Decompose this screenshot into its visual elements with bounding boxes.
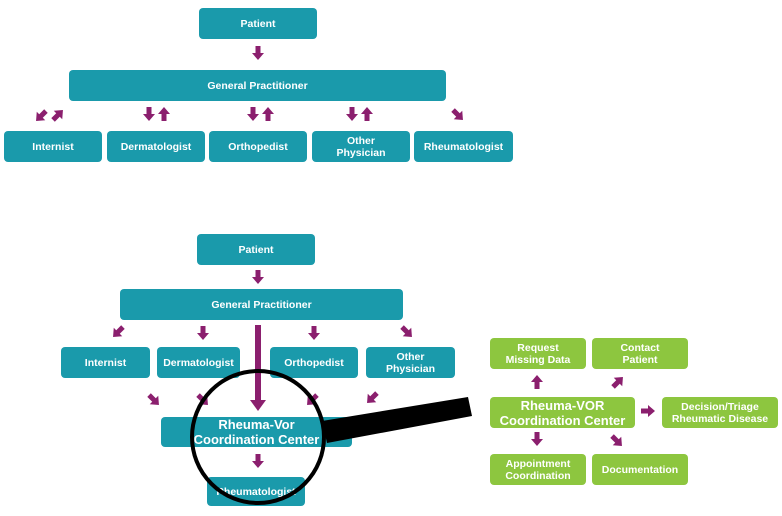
zoom-coordination-center-label: Rheuma-VOR Coordination Center: [499, 397, 626, 428]
zoom-contact-patient-label: Contact Patient: [620, 341, 660, 366]
top-arrow-gp-to-orthopedist: [247, 107, 259, 121]
top-internist-label: Internist: [32, 140, 74, 153]
bottom-rheumatologist-label: Rheumatologist: [216, 485, 296, 498]
zoom-arrow-to-request: [531, 375, 543, 389]
bottom-gp-label: General Practitioner: [211, 298, 312, 311]
top-arrow-other-to-gp: [361, 107, 373, 121]
bottom-arrow-gp-to-dermatologist: [197, 326, 209, 340]
top-arrow-orthopedist-to-gp: [262, 107, 274, 121]
zoom-request-missing-data-node: Request Missing Data: [490, 338, 586, 369]
zoom-arrow-to-decision: [641, 405, 655, 417]
top-arrow-dermatologist-to-gp: [158, 107, 170, 121]
top-arrow-gp-to-internist: [31, 106, 51, 126]
top-patient-label: Patient: [240, 17, 276, 30]
bottom-arrow-gp-to-center-shaft: [255, 325, 261, 401]
zoom-contact-patient-node: Contact Patient: [592, 338, 688, 369]
bottom-arrow-other-to-center: [362, 388, 382, 408]
bottom-arrow-gp-to-internist: [108, 322, 128, 342]
zoom-arrow-to-documentation: [607, 431, 627, 451]
top-other-physician-label: Other Physician: [336, 134, 386, 159]
top-rheumatologist-node: Rheumatologist: [414, 131, 513, 162]
bottom-other-physician-label: Other Physician: [385, 350, 436, 375]
bottom-arrow-internist-to-center: [144, 390, 164, 410]
top-arrow-patient-to-gp: [252, 46, 264, 60]
top-gp-node: General Practitioner: [69, 70, 446, 101]
magnifier-handle-icon: [322, 397, 472, 443]
top-arrow-gp-to-dermatologist: [143, 107, 155, 121]
zoom-coordination-center-node: Rheuma-VOR Coordination Center: [490, 397, 635, 428]
zoom-decision-triage-label: Decision/Triage Rheumatic Disease: [671, 400, 769, 425]
zoom-documentation-node: Documentation: [592, 454, 688, 485]
bottom-internist-label: Internist: [84, 356, 127, 369]
top-arrow-gp-to-rheumatologist: [448, 105, 468, 125]
zoom-documentation-label: Documentation: [601, 463, 679, 476]
top-orthopedist-label: Orthopedist: [228, 140, 288, 153]
bottom-orthopedist-label: Orthopedist: [284, 356, 344, 369]
zoom-appointment-coordination-label: Appointment Coordination: [505, 457, 571, 482]
bottom-gp-node: General Practitioner: [120, 289, 403, 320]
top-patient-node: Patient: [199, 8, 317, 39]
top-arrow-internist-to-gp: [48, 105, 68, 125]
zoom-decision-triage-node: Decision/Triage Rheumatic Disease: [662, 397, 778, 428]
bottom-arrow-patient-to-gp: [252, 270, 264, 284]
bottom-patient-node: Patient: [197, 234, 315, 265]
magnifier-lens-icon: [190, 369, 326, 505]
zoom-appointment-coordination-node: Appointment Coordination: [490, 454, 586, 485]
top-rheumatologist-label: Rheumatologist: [423, 140, 504, 153]
top-dermatologist-label: Dermatologist: [120, 140, 192, 153]
top-orthopedist-node: Orthopedist: [209, 131, 307, 162]
zoom-arrow-to-contact: [608, 372, 628, 392]
arrow-group: [31, 46, 655, 468]
bottom-dermatologist-node: Dermatologist: [157, 347, 240, 378]
zoom-request-missing-data-label: Request Missing Data: [505, 341, 571, 366]
bottom-coordination-center-label: Rheuma-Vor Coordination Center: [193, 417, 320, 447]
bottom-arrow-gp-to-other: [397, 322, 417, 342]
bottom-arrow-gp-to-center-head: [250, 400, 266, 411]
top-dermatologist-node: Dermatologist: [107, 131, 205, 162]
bottom-other-physician-node: Other Physician: [366, 347, 455, 378]
zoom-arrow-to-appointment: [531, 432, 543, 446]
top-arrow-gp-to-other: [346, 107, 358, 121]
bottom-arrow-center-to-rheumatologist: [252, 454, 264, 468]
top-other-physician-node: Other Physician: [312, 131, 410, 162]
bottom-dermatologist-label: Dermatologist: [163, 356, 234, 369]
top-internist-node: Internist: [4, 131, 102, 162]
bottom-arrow-gp-to-orthopedist: [308, 326, 320, 340]
top-gp-label: General Practitioner: [207, 79, 308, 92]
bottom-orthopedist-node: Orthopedist: [270, 347, 358, 378]
bottom-patient-label: Patient: [238, 243, 274, 256]
bottom-internist-node: Internist: [61, 347, 150, 378]
